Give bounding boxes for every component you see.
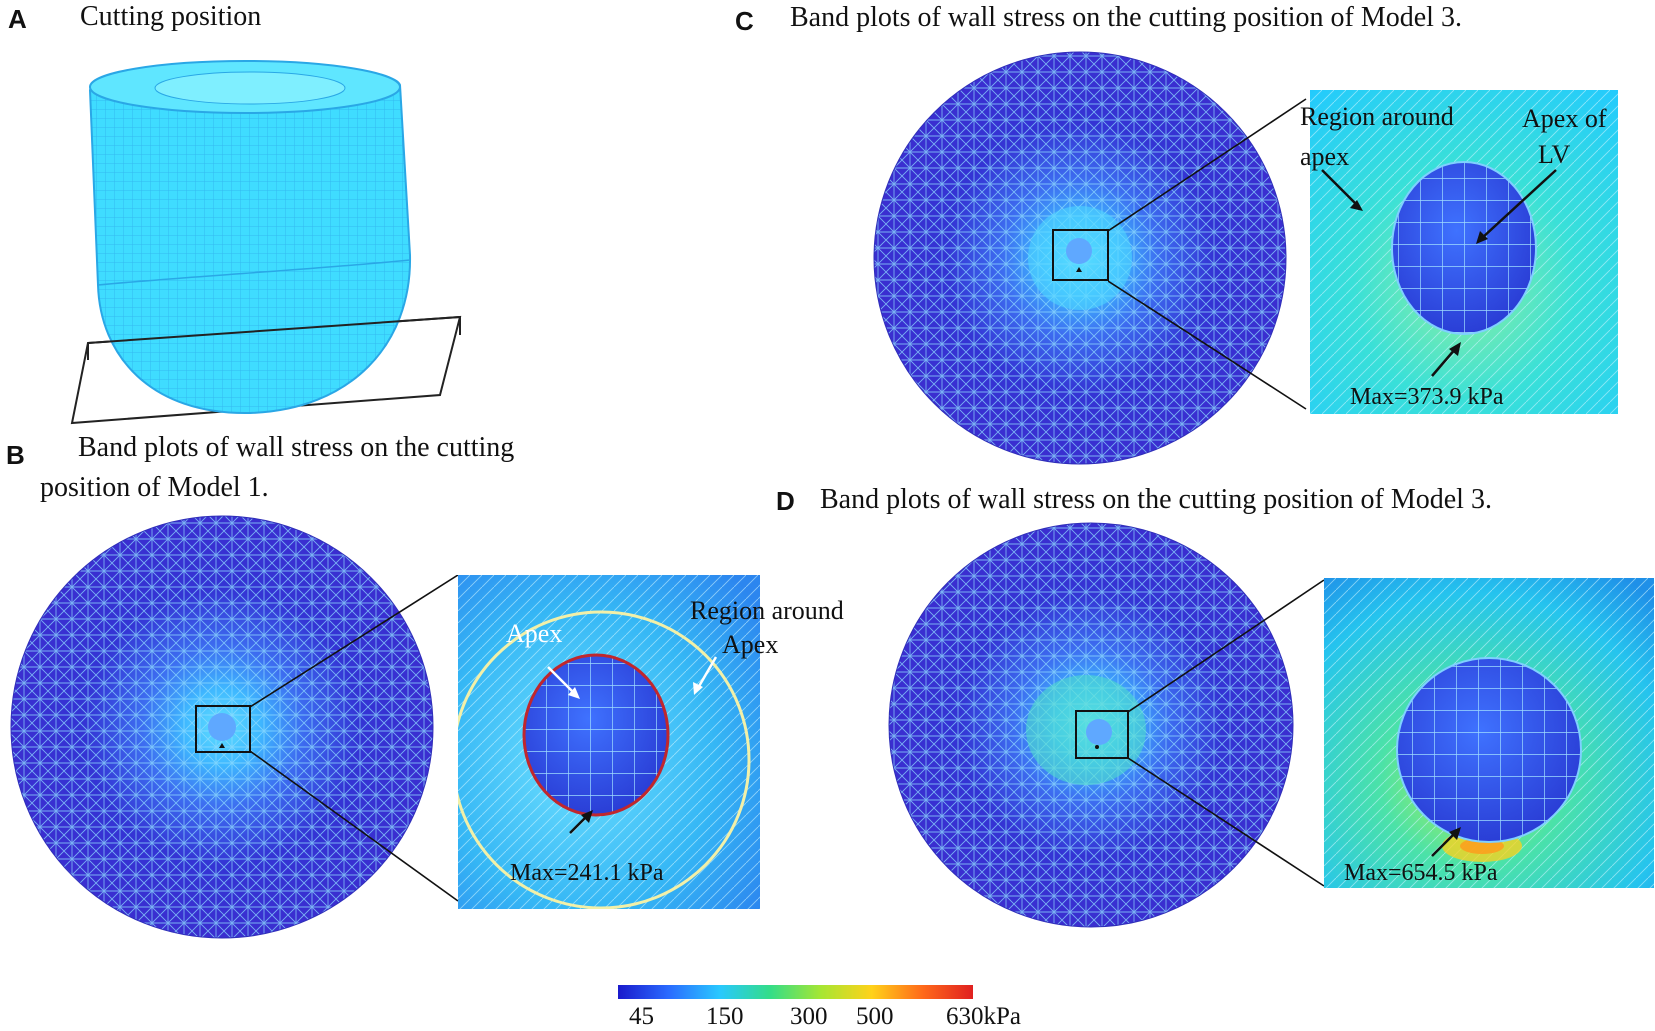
panel-c-zoom-lines: [1108, 98, 1307, 410]
panel-c-apex-label-1: Apex of: [1522, 104, 1607, 133]
colorbar-tick-150: 150: [706, 1003, 744, 1030]
colorbar-tick-630: 630kPa: [946, 1003, 1021, 1030]
heart-mesh-model: [70, 60, 462, 425]
panel-b-region-label-1: Region around: [690, 596, 844, 625]
colorbar-tick-300: 300: [790, 1003, 828, 1030]
panel-b-max-label: Max=241.1 kPa: [510, 860, 664, 886]
panel-c-title: Band plots of wall stress on the cutting…: [790, 2, 1462, 33]
panel-c-zoom-box: [1052, 229, 1109, 281]
panel-c-max-label: Max=373.9 kPa: [1350, 384, 1504, 410]
panel-d-title: Band plots of wall stress on the cutting…: [820, 484, 1492, 515]
panel-c-stress-disc: [873, 51, 1287, 465]
panel-c-apex-label-2: LV: [1538, 140, 1571, 169]
colorbar-tick-500: 500: [856, 1003, 894, 1030]
panel-a-letter: A: [8, 4, 27, 34]
region-circle: [458, 610, 751, 909]
panel-c-letter: C: [735, 6, 754, 36]
panel-b-title-line2: position of Model 1.: [40, 472, 269, 503]
panel-c-inset: Max=373.9 kPa: [1310, 90, 1618, 414]
panel-d-zoom-lines: [1128, 579, 1325, 887]
stress-colorbar: [618, 985, 973, 999]
panel-b-zoom-lines: [250, 575, 459, 902]
panel-c-region-label-1: Region around: [1300, 102, 1454, 131]
panel-b-title-line1: Band plots of wall stress on the cutting: [78, 432, 515, 463]
panel-d-inset: Max=654.5 kPa: [1324, 578, 1654, 888]
panel-d-zoom-box: [1075, 710, 1129, 759]
panel-b-zoom-box: [195, 705, 251, 753]
panel-b-region-label-2: Apex: [722, 630, 779, 659]
panel-b-inset: Apex Max=241.1 kPa: [458, 575, 760, 909]
panel-d-letter: D: [776, 486, 795, 516]
panel-d-stress-disc: [888, 522, 1294, 928]
colorbar-tick-45: 45: [629, 1003, 654, 1030]
panel-a-title: Cutting position: [80, 1, 262, 32]
panel-d-max-label: Max=654.5 kPa: [1344, 860, 1498, 886]
apex-outline: [522, 653, 670, 817]
panel-b-letter: B: [6, 440, 25, 470]
panel-b-apex-label: Apex: [506, 619, 563, 648]
panel-b-stress-disc: [10, 515, 434, 939]
panel-c-region-label-2: apex: [1300, 142, 1350, 171]
